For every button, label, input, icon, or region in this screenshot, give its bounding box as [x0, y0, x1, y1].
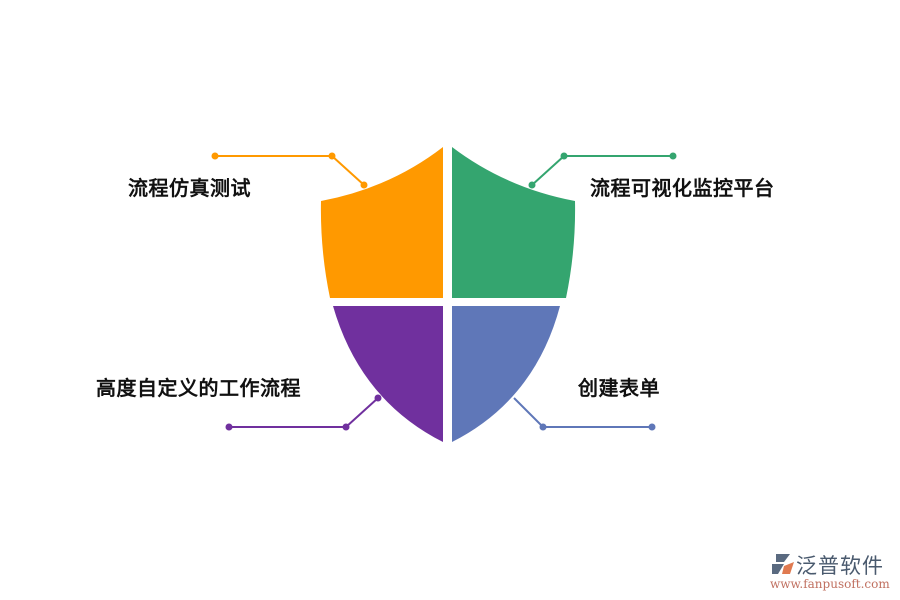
brand-logo: 泛普软件 www.fanpusoft.com — [768, 550, 898, 596]
shield-quadrant-top-left — [320, 147, 443, 298]
connector-top-left — [211, 152, 368, 189]
label-top-right: 流程可视化监控平台 — [590, 176, 775, 200]
connector-bottom-left — [225, 394, 382, 431]
logo-icon — [772, 554, 794, 574]
label-bottom-left: 高度自定义的工作流程 — [96, 376, 301, 400]
shield-quadrant-bottom-left — [333, 306, 443, 442]
label-bottom-right: 创建表单 — [578, 376, 660, 400]
shield-quadrant-bottom-right — [452, 306, 560, 442]
label-top-left: 流程仿真测试 — [128, 176, 251, 200]
connector-bottom-right — [513, 397, 656, 431]
connector-top-right — [528, 152, 677, 189]
logo-name: 泛普软件 — [796, 554, 884, 578]
logo-url: www.fanpusoft.com — [770, 577, 890, 591]
shield-quadrant-top-right — [452, 147, 576, 298]
